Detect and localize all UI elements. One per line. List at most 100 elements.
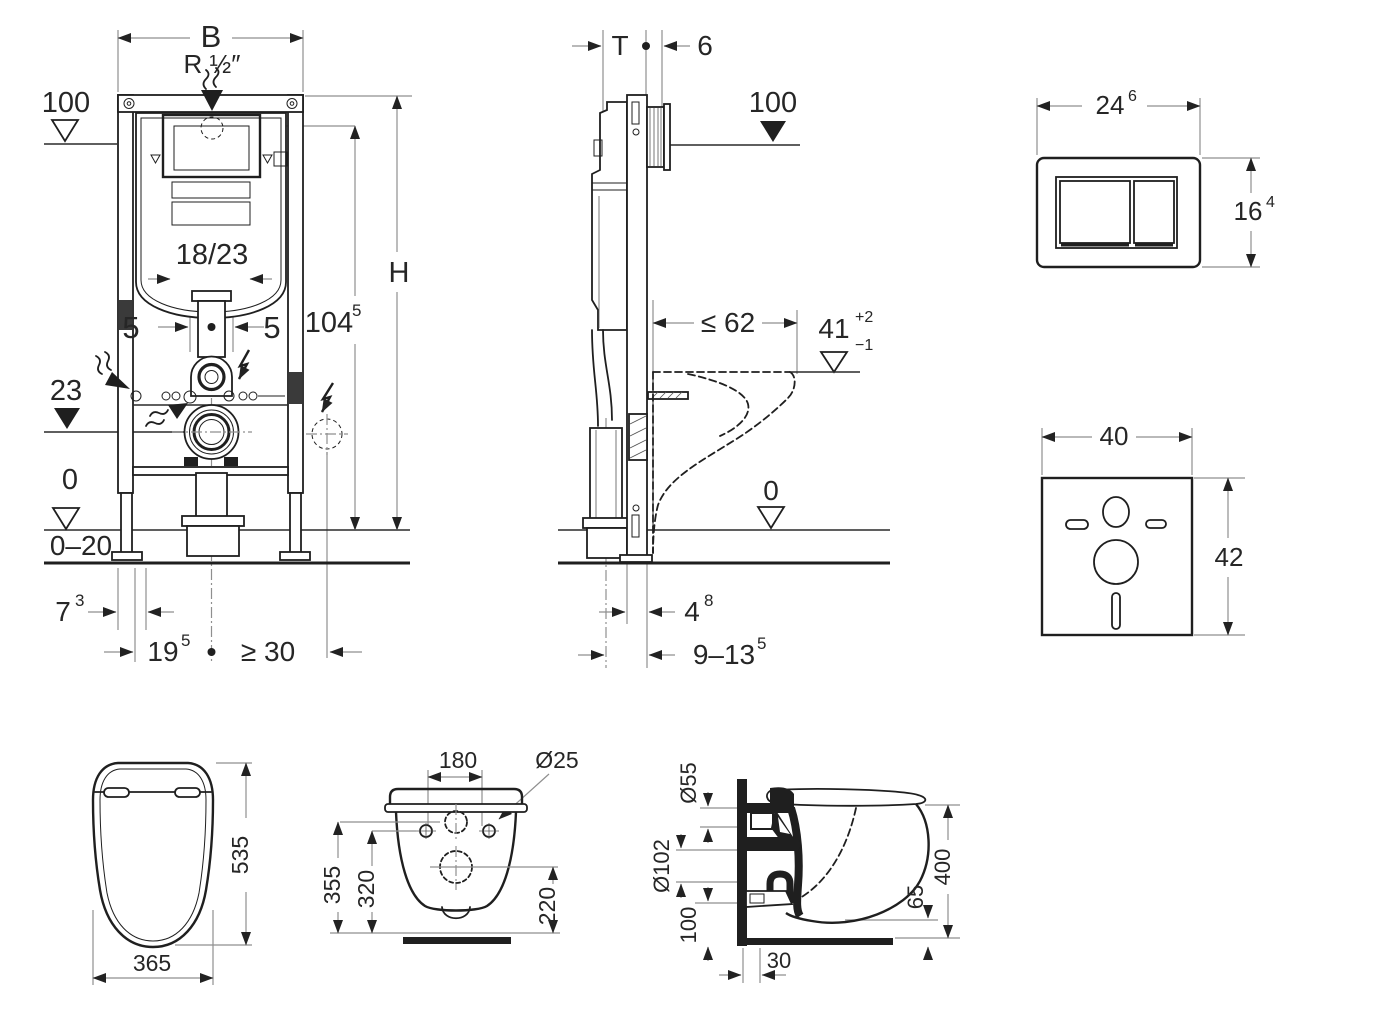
button-frame xyxy=(1055,176,1178,249)
wc-top-view: 535 365 xyxy=(91,761,253,985)
flow-arrow-left xyxy=(95,355,103,375)
dim-40-label: 40 xyxy=(1100,421,1129,451)
level-triangle-filled xyxy=(54,408,80,429)
dim-220-label: 220 xyxy=(534,887,560,925)
rail-foot xyxy=(619,554,653,563)
right-rail-anchor xyxy=(289,372,302,404)
left-leg xyxy=(120,492,133,555)
dim-100-label: 100 xyxy=(676,907,701,944)
cistern-profile xyxy=(591,101,628,331)
wc-lid-rear xyxy=(388,787,524,808)
dim-9-13-label: 9–13 xyxy=(693,639,755,670)
dim-41-sup: +2 xyxy=(855,309,873,326)
pad-left-slot xyxy=(1065,519,1089,530)
dim-9-13-sup: 5 xyxy=(757,634,766,653)
dim-23-label: 23 xyxy=(50,375,82,407)
drain-elbow-pipe xyxy=(589,427,623,521)
pad-outline xyxy=(1040,476,1194,637)
dim-16-sup: 4 xyxy=(1266,194,1275,211)
dim-18-23-label: 18/23 xyxy=(176,239,249,271)
dim-le-62-label: ≤ 62 xyxy=(701,307,755,338)
drain-connector-section xyxy=(766,870,794,905)
drain-outlet-box xyxy=(186,525,240,557)
dim-h-label: H xyxy=(389,257,410,289)
drain-pipe xyxy=(195,472,228,519)
dim-5-right-label: 5 xyxy=(263,310,280,345)
right-leg xyxy=(289,492,302,555)
dim-diam-25-label: Ø25 xyxy=(535,747,578,773)
pad-right-slot xyxy=(1145,519,1167,529)
lower-bracket xyxy=(745,890,794,908)
dim-535-label: 535 xyxy=(227,836,253,874)
inspection-opening xyxy=(161,113,262,179)
dim-b-label: B xyxy=(201,19,222,54)
left-foot xyxy=(111,551,143,561)
dim-ge-30-label: ≥ 30 xyxy=(241,636,295,667)
pad-top-hole xyxy=(1102,496,1130,528)
dim-r-half-inch-label: R ½″ xyxy=(184,49,241,79)
wall-section xyxy=(737,779,747,946)
flush-bend xyxy=(197,362,226,392)
lightning-icon xyxy=(320,382,335,413)
level-triangle-open xyxy=(819,351,849,374)
dim-24-label: 24 xyxy=(1096,90,1125,120)
dim-100-label: 100 xyxy=(749,87,797,119)
wc-bowl-hidden-line xyxy=(799,807,857,899)
right-hinge xyxy=(174,787,201,798)
dim-180-label: 180 xyxy=(439,747,477,773)
dim-19-sup: 5 xyxy=(181,631,190,650)
pad-drain-hole xyxy=(1093,539,1139,585)
dim-0-20-label: 0–20 xyxy=(50,530,112,561)
dim-19-label: 19 xyxy=(147,636,178,667)
dim-104-label: 104 xyxy=(305,307,353,339)
dim-355-label: 355 xyxy=(319,866,345,904)
wc-bowl-profile xyxy=(785,803,930,924)
dim-41-label: 41 xyxy=(818,313,849,344)
flush-frame-lower xyxy=(171,201,251,226)
cistern-outline xyxy=(135,112,287,319)
pad-bottom-slot xyxy=(1111,592,1121,630)
dim-42-label: 42 xyxy=(1215,542,1244,572)
wc-bowl-rear xyxy=(394,811,518,912)
floor-bar xyxy=(403,937,511,944)
wall-anchor-block xyxy=(646,106,665,168)
frame-right-rail xyxy=(287,94,304,494)
dim-6-label: 6 xyxy=(697,30,713,61)
dim-16-label: 16 xyxy=(1234,196,1263,226)
dim-65-label: 65 xyxy=(903,885,928,909)
dim-0-label: 0 xyxy=(62,464,78,496)
big-flush-button xyxy=(1059,180,1131,244)
dim-7-label: 7 xyxy=(55,596,71,627)
level-triangle-open xyxy=(756,506,786,530)
dim-104-sup: 5 xyxy=(352,301,361,320)
level-triangle-open xyxy=(50,119,80,143)
right-foot xyxy=(279,551,311,561)
flush-plate-outline xyxy=(1035,156,1202,269)
dim-100-label: 100 xyxy=(42,87,90,119)
wc-rear-view: 180 Ø25 355 320 220 xyxy=(319,747,579,944)
flush-pipe-section xyxy=(750,812,774,830)
left-rail-anchor xyxy=(119,300,132,330)
frame-rail-profile xyxy=(626,94,648,558)
dim-4-label: 4 xyxy=(684,596,700,627)
frame-front-view: B R ½″ 100 18/23 5 5 H 104 5 23 0 0–20 7… xyxy=(42,19,412,667)
wc-mounting-rod xyxy=(647,391,689,400)
dim-4-sup: 8 xyxy=(704,591,713,610)
left-hinge xyxy=(103,787,130,798)
dim-24-sup: 6 xyxy=(1128,88,1137,105)
flush-plate-view: 24 6 16 4 xyxy=(1035,88,1275,269)
dim-5-left-label: 5 xyxy=(122,310,139,345)
dim-320-label: 320 xyxy=(353,870,379,908)
water-supply-squiggle xyxy=(202,69,210,90)
frame-side-view: T 6 100 ≤ 62 41 +2 −1 0 4 8 9–13 5 xyxy=(558,30,890,670)
wc-drain-connector xyxy=(628,413,648,461)
level-triangle-open xyxy=(51,507,81,531)
dim-30-label: 30 xyxy=(767,948,791,973)
dim-diam-102-label: Ø102 xyxy=(649,839,674,893)
wc-bowl-rear-wall xyxy=(787,806,804,919)
wc-lid-outline xyxy=(91,761,215,949)
dim-0-label: 0 xyxy=(763,475,779,506)
small-flush-button xyxy=(1133,180,1175,244)
